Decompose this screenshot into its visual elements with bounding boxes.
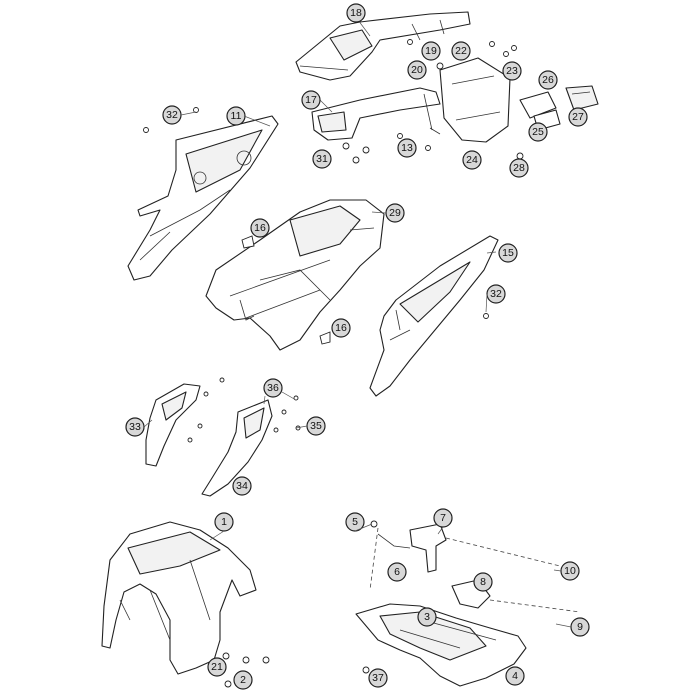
side-cover-left	[127, 115, 279, 281]
callout-32-left: 32	[162, 105, 182, 125]
assembly-lines	[369, 527, 581, 613]
callout-36: 36	[263, 378, 283, 398]
svg-text:6: 6	[394, 566, 400, 578]
front-fender	[101, 521, 270, 688]
bracket-6	[370, 520, 447, 573]
svg-text:16: 16	[335, 322, 347, 334]
callout-37: 37	[368, 668, 388, 688]
callout-21: 21	[207, 657, 227, 677]
svg-text:9: 9	[577, 621, 583, 633]
callout-26: 26	[538, 70, 558, 90]
callout-28: 28	[509, 158, 529, 178]
small-side-cover	[145, 377, 225, 467]
svg-text:25: 25	[532, 126, 544, 138]
callout-35: 35	[306, 416, 326, 436]
svg-text:37: 37	[372, 672, 384, 684]
side-cover-right	[369, 235, 511, 397]
svg-text:2: 2	[240, 674, 246, 686]
svg-text:34: 34	[236, 480, 248, 492]
svg-text:4: 4	[512, 670, 518, 682]
callout-24: 24	[462, 150, 482, 170]
grab-handle-upper	[295, 11, 471, 81]
callout-19: 19	[421, 41, 441, 61]
callout-16-lower: 16	[331, 318, 351, 338]
callout-33: 33	[125, 417, 145, 437]
leader-lines	[143, 111, 572, 628]
svg-text:29: 29	[389, 207, 401, 219]
svg-text:1: 1	[221, 516, 227, 528]
callout-11: 11	[226, 106, 246, 126]
svg-text:11: 11	[231, 110, 242, 122]
svg-text:27: 27	[572, 111, 584, 123]
svg-text:13: 13	[401, 142, 413, 154]
svg-text:32: 32	[166, 109, 178, 121]
clip-upper	[241, 235, 255, 249]
svg-text:31: 31	[316, 153, 328, 165]
rear-bracket-lower	[311, 87, 441, 141]
callout-8: 8	[473, 572, 493, 592]
callout-17: 17	[301, 90, 321, 110]
callout-2: 2	[233, 670, 253, 690]
callout-23: 23	[502, 61, 522, 81]
callout-10: 10	[560, 561, 580, 581]
svg-text:16: 16	[254, 222, 266, 234]
svg-text:20: 20	[411, 64, 423, 76]
reflector	[565, 85, 599, 111]
rear-subframe-cover	[205, 199, 385, 351]
callout-18: 18	[346, 3, 366, 23]
svg-text:3: 3	[424, 611, 430, 623]
tank-spoiler	[201, 395, 301, 497]
callout-4: 4	[505, 666, 525, 686]
svg-text:32: 32	[490, 288, 502, 300]
clip-lower	[319, 331, 331, 345]
svg-text:35: 35	[310, 420, 322, 432]
callout-7: 7	[433, 508, 453, 528]
svg-text:23: 23	[506, 65, 518, 77]
svg-text:28: 28	[513, 162, 525, 174]
svg-text:33: 33	[129, 421, 141, 433]
callout-20: 20	[407, 60, 427, 80]
callout-22: 22	[451, 41, 471, 61]
callout-25: 25	[528, 122, 548, 142]
callout-3: 3	[417, 607, 437, 627]
svg-text:5: 5	[352, 516, 358, 528]
callout-16-upper: 16	[250, 218, 270, 238]
callout-15: 15	[498, 243, 518, 263]
callout-13: 13	[397, 138, 417, 158]
callout-32-right: 32	[486, 284, 506, 304]
svg-text:36: 36	[267, 382, 279, 394]
svg-text:18: 18	[350, 7, 362, 19]
svg-text:21: 21	[211, 661, 223, 673]
callout-9: 9	[570, 617, 590, 637]
svg-text:26: 26	[542, 74, 554, 86]
svg-text:15: 15	[502, 247, 514, 259]
svg-text:8: 8	[480, 576, 486, 588]
svg-text:22: 22	[455, 45, 467, 57]
callout-27: 27	[568, 107, 588, 127]
svg-text:19: 19	[425, 45, 437, 57]
svg-text:24: 24	[466, 154, 478, 166]
svg-text:10: 10	[564, 565, 576, 577]
callout-6: 6	[387, 562, 407, 582]
callout-1: 1	[214, 512, 234, 532]
svg-text:17: 17	[305, 94, 317, 106]
license-plate-holder	[439, 57, 561, 143]
callout-31: 31	[312, 149, 332, 169]
callout-34: 34	[232, 476, 252, 496]
callout-29: 29	[385, 203, 405, 223]
svg-text:7: 7	[440, 512, 446, 524]
